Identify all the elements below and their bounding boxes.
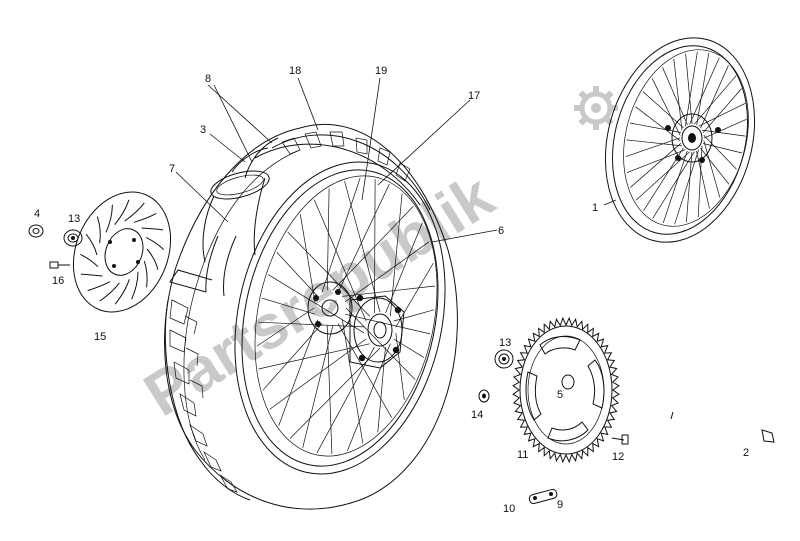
- bolt-16: [49, 261, 70, 269]
- gear-icon: [574, 86, 618, 130]
- callout-10: 10: [503, 503, 515, 515]
- callout-16: 16: [52, 275, 64, 287]
- rim-strip: [169, 235, 237, 297]
- callout-7: 7: [169, 163, 175, 175]
- callout-13-right: 13: [499, 337, 511, 349]
- callout-18: 18: [289, 65, 301, 77]
- callout-5: 5: [557, 389, 563, 401]
- callout-9: 9: [557, 499, 563, 511]
- leader-lines: [175, 77, 617, 243]
- bearing-13-left: [63, 229, 83, 247]
- brake-disc: [72, 191, 172, 313]
- callout-3: 3: [200, 124, 206, 136]
- wheel-axle: [670, 411, 775, 443]
- callout-4: 4: [34, 208, 40, 220]
- rear-sprocket: [512, 316, 620, 464]
- callout-19: 19: [375, 65, 387, 77]
- wheel-rim-assembly: [604, 37, 756, 243]
- callout-1: 1: [592, 202, 598, 214]
- callout-2: 2: [743, 447, 749, 459]
- rear-wheel-assembly: [234, 161, 446, 475]
- inner-tube: [202, 137, 279, 263]
- rear-tire: [164, 123, 458, 510]
- callout-6: 6: [498, 225, 504, 237]
- bearing-13-right: [494, 349, 514, 369]
- callout-15: 15: [94, 331, 106, 343]
- callout-11: 11: [517, 449, 528, 461]
- chain-link: [528, 488, 558, 505]
- callout-14: 14: [471, 409, 483, 421]
- nut-14: [478, 389, 490, 403]
- wheel-hub: [307, 281, 405, 369]
- watermark-text: Partsrepublik: [133, 161, 506, 430]
- callout-12: 12: [612, 451, 624, 463]
- callout-17: 17: [468, 90, 480, 102]
- nut-4: [28, 224, 44, 238]
- callout-8: 8: [205, 73, 211, 85]
- bolt-12: [611, 434, 629, 445]
- callout-labels: 1 2 3 4 5 6 7 8 9 10 11 12 13 13 14 15 1…: [34, 65, 749, 515]
- callout-13-left: 13: [68, 213, 80, 225]
